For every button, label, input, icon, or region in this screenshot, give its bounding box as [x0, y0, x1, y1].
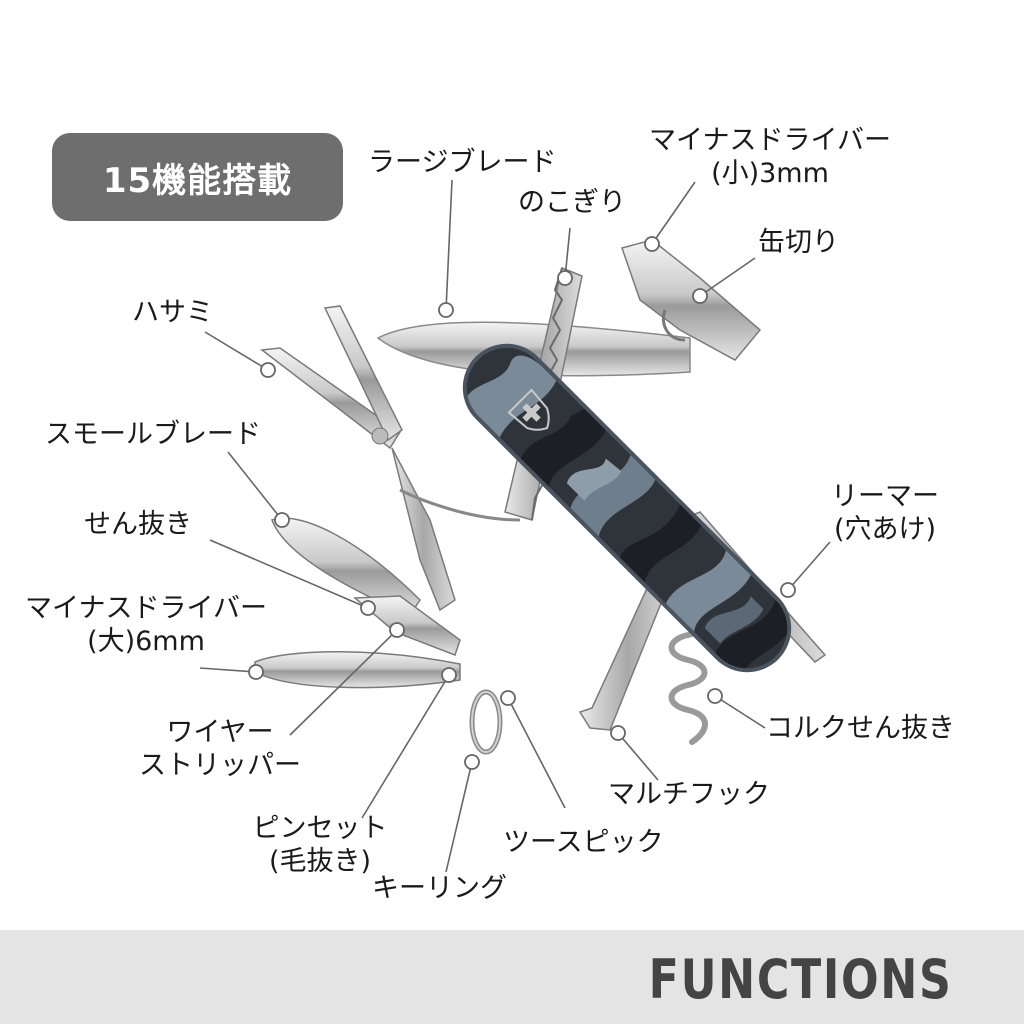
label-small-blade: スモールブレード: [45, 419, 261, 450]
label-saw: のこぎり: [518, 187, 626, 218]
footer-title: FUNCTIONS: [648, 948, 952, 1011]
label-screwdriver-small-line2: (小)3mm: [711, 158, 829, 189]
label-reamer-line2: (穴あけ): [833, 514, 937, 545]
label-can-opener: 缶切り: [758, 227, 839, 258]
label-corkscrew: コルクせん抜き: [766, 713, 955, 744]
leader-lines: [199, 179, 831, 873]
key-ring: [469, 689, 503, 755]
label-wire-stripper: ワイヤー ストリッパー: [128, 716, 312, 782]
knife-handle: [450, 331, 804, 685]
knife-illustration: [199, 179, 831, 873]
label-reamer: リーマー (穴あけ): [800, 480, 970, 546]
screwdriver-small-tool: [621, 239, 762, 361]
label-screwdriver-large-line1: マイナスドライバー: [25, 593, 267, 624]
label-key-ring: キーリング: [372, 873, 507, 904]
bottle-opener-tool: [353, 595, 461, 656]
label-tweezers-line1: ピンセット: [252, 813, 388, 844]
footer-bar: FUNCTIONS: [0, 930, 1024, 1024]
label-screwdriver-small: マイナスドライバー (小)3mm: [640, 124, 900, 190]
label-bottle-opener: せん抜き: [84, 509, 192, 540]
label-toothpick: ツースピック: [503, 827, 664, 858]
label-multi-hook: マルチフック: [608, 779, 770, 810]
label-screwdriver-large: マイナスドライバー (大)6mm: [10, 592, 282, 658]
label-screwdriver-small-line1: マイナスドライバー: [649, 125, 891, 156]
label-wire-stripper-line2: ストリッパー: [139, 750, 301, 781]
label-screwdriver-large-line2: (大)6mm: [87, 626, 205, 657]
leader-dots: [248, 236, 796, 770]
label-tweezers-line2: (毛抜き): [268, 846, 372, 877]
label-large-blade: ラージブレード: [368, 147, 557, 178]
label-tweezers: ピンセット (毛抜き): [240, 812, 400, 878]
large-blade-tool: [376, 321, 691, 377]
cross-shield-logo: [507, 388, 550, 431]
label-reamer-line1: リーマー: [831, 481, 939, 512]
label-scissors: ハサミ: [132, 297, 213, 328]
function-count-badge: 15機能搭載: [52, 133, 343, 221]
scissors-tool: [260, 305, 521, 612]
label-wire-stripper-line1: ワイヤー: [166, 717, 274, 748]
